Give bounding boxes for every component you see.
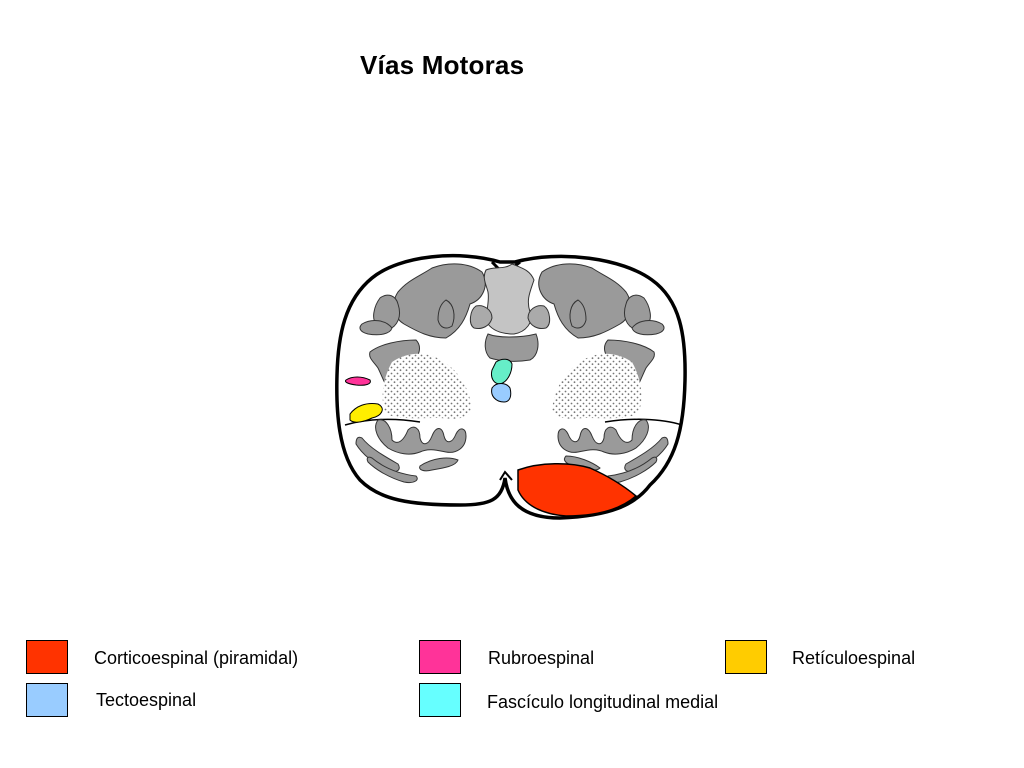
legend-label-reticuloespinal: Retículoespinal	[792, 648, 916, 668]
left-dorsal-nuclei	[359, 263, 486, 339]
legend-swatch-reticuloespinal	[725, 640, 767, 674]
central-gray	[469, 263, 551, 362]
page-title: Vías Motoras	[360, 50, 525, 80]
right-olivary-nucleus	[557, 419, 669, 483]
corticoespinal-tract	[517, 462, 638, 517]
legend-label-tectoespinal: Tectoespinal	[96, 690, 197, 710]
legend-swatch-fasciculo-longitudinal-medial	[419, 683, 461, 717]
left-stippled-nucleus	[382, 353, 472, 419]
legend-swatch-tectoespinal	[26, 683, 68, 717]
legend-label-corticoespinal: Corticoespinal (piramidal)	[94, 648, 299, 668]
legend-label-fasciculo-longitudinal-medial: Fascículo longitudinal medial	[487, 692, 719, 712]
right-dorsal-nuclei	[538, 263, 665, 339]
tectoespinal-tract	[491, 383, 512, 403]
reticuloespinal-tract	[349, 403, 383, 423]
legend-swatch-rubroespinal	[419, 640, 461, 674]
legend-swatch-corticoespinal	[26, 640, 68, 674]
rubroespinal-tract	[345, 376, 371, 386]
left-cut-line	[344, 418, 421, 426]
right-stippled-nucleus	[552, 353, 642, 419]
legend-label-rubroespinal: Rubroespinal	[488, 648, 595, 668]
ventral-notch	[499, 470, 513, 481]
left-olivary-nucleus	[355, 419, 467, 483]
fasciculo-longitudinal-medial-tract	[491, 358, 513, 385]
